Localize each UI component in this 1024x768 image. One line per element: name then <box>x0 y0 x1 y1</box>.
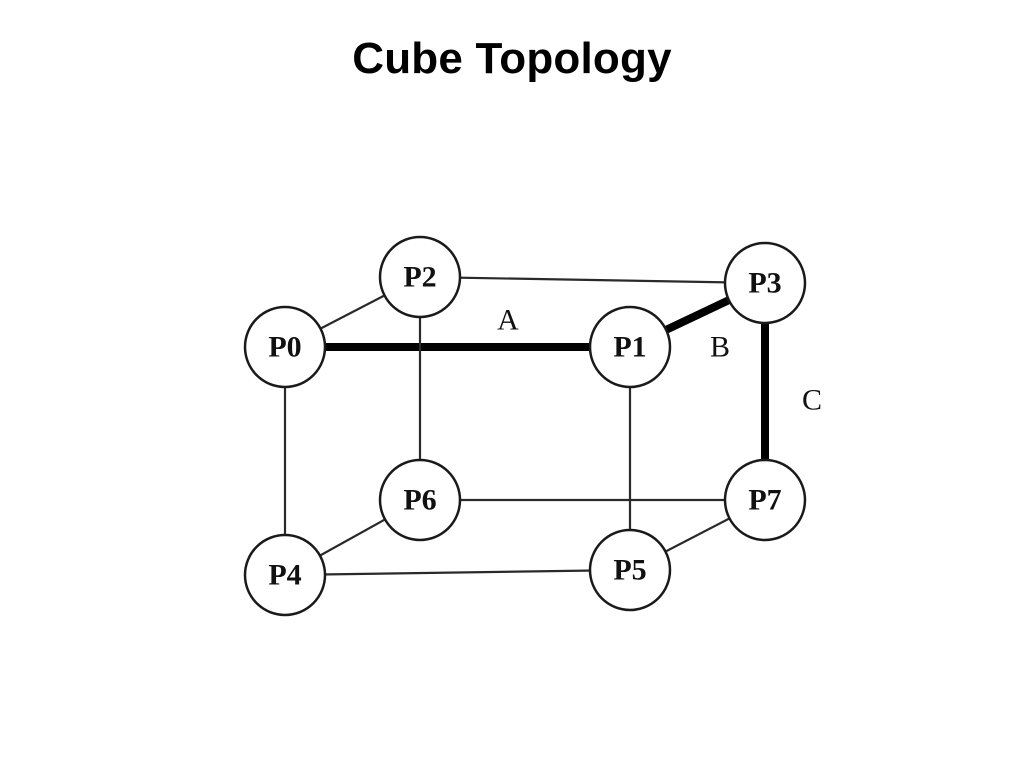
slide-title: Cube Topology <box>352 34 672 83</box>
node-label: P0 <box>268 331 301 364</box>
node-label: P5 <box>613 554 646 587</box>
node-circle <box>588 305 672 389</box>
node-label: P6 <box>403 484 436 517</box>
edges-layer <box>281 275 769 577</box>
node-p5: P5 <box>588 528 672 612</box>
node-label: P1 <box>613 331 646 364</box>
node-circle <box>378 458 462 542</box>
node-p4: P4 <box>243 533 327 617</box>
edge-labels-layer: A B C <box>497 304 822 417</box>
edge-p4-p5 <box>284 568 631 577</box>
node-p6: P6 <box>378 458 462 542</box>
node-circle <box>378 235 462 319</box>
node-p3: P3 <box>723 241 807 325</box>
node-circle <box>723 458 807 542</box>
node-p1: P1 <box>588 305 672 389</box>
node-p0: P0 <box>243 305 327 389</box>
node-circle <box>243 305 327 389</box>
node-p2: P2 <box>378 235 462 319</box>
edge-p2-p3 <box>419 275 766 285</box>
node-circle <box>588 528 672 612</box>
node-label: P7 <box>748 484 781 517</box>
edge-label-b: B <box>710 331 730 364</box>
node-circle <box>723 241 807 325</box>
node-label: P3 <box>748 267 781 300</box>
edge-label-c: C <box>802 384 822 417</box>
node-circle <box>243 533 327 617</box>
node-label: P4 <box>268 559 301 592</box>
node-label: P2 <box>403 261 436 294</box>
edge-label-a: A <box>497 304 519 337</box>
node-p7: P7 <box>723 458 807 542</box>
